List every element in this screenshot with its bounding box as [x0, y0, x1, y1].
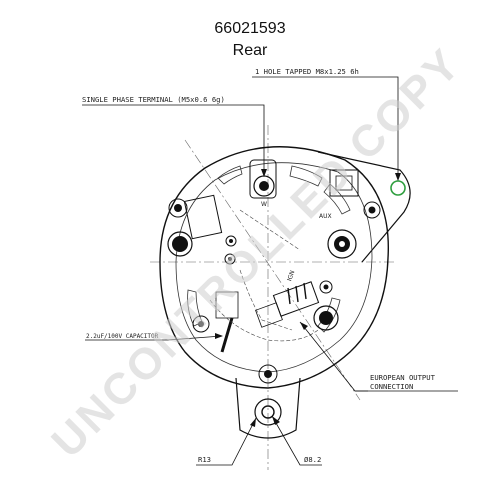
aux-terminal-center	[339, 241, 345, 247]
tapped-hole-label: 1 HOLE TAPPED M8x1.25 6h	[255, 67, 359, 76]
aux-terminal-mark: AUX	[319, 213, 332, 220]
top-terminal-block	[249, 159, 277, 199]
stud-2	[224, 253, 236, 265]
capacitor-bracket	[215, 291, 239, 319]
view-subtitle: Rear	[232, 42, 268, 59]
single-phase-terminal-stud	[259, 181, 269, 191]
stud-2-center	[228, 257, 232, 261]
bottom-center-boss	[258, 364, 278, 384]
part-number-title: 66021593	[214, 20, 286, 37]
european-output-label-line2: CONNECTION	[370, 382, 413, 391]
leader-arrowheads	[215, 169, 401, 427]
small-boss-right	[319, 280, 333, 294]
bottom-center-screw	[264, 370, 272, 378]
pivot-hole	[261, 405, 275, 419]
lower-left-boss	[192, 315, 210, 333]
connector-pins	[287, 282, 307, 305]
stud-1-center	[229, 239, 233, 243]
left-screw-boss	[168, 198, 188, 218]
aux-terminal-ring	[327, 229, 357, 259]
small-boss-right-center	[323, 284, 329, 290]
ign-terminal-mark: IGN	[286, 270, 296, 283]
regulator-block	[329, 169, 359, 197]
left-output-terminal-stud	[172, 236, 188, 252]
left-diode-block	[183, 194, 223, 240]
leader-lines	[82, 76, 458, 466]
right-screw	[368, 206, 376, 214]
w-terminal-mark: W	[261, 201, 267, 208]
right-screw-boss	[363, 201, 381, 219]
left-output-terminal-ring	[167, 231, 193, 257]
lower-left-boss-center	[198, 321, 204, 327]
lower-right-terminal-ring	[313, 305, 339, 331]
pivot-boss	[254, 398, 282, 426]
connector-housing	[255, 302, 283, 328]
internal-wiring	[209, 209, 319, 342]
housing-inner-outline	[175, 162, 373, 373]
diameter-dimension: Ø8.2	[304, 455, 321, 464]
capacitor-label: 2.2uF/100V CAPACITOR	[86, 333, 159, 340]
cooling-vents	[187, 165, 351, 333]
capacitor-body	[220, 317, 234, 353]
tapped-hole-marker	[390, 180, 406, 196]
single-phase-terminal-label: SINGLE PHASE TERMINAL (M5x0.6 6g)	[82, 95, 225, 104]
mounting-bracket-outline	[317, 151, 411, 263]
pivot-lug-outline	[235, 377, 301, 439]
regulator-inner	[335, 175, 353, 191]
stud-1	[225, 235, 237, 247]
center-lines	[150, 125, 395, 470]
european-output-label-line1: EUROPEAN OUTPUT	[370, 373, 436, 382]
lower-right-terminal-stud	[319, 311, 333, 325]
left-screw	[174, 204, 182, 212]
housing-outline	[159, 146, 390, 389]
radius-dimension: R13	[198, 455, 211, 464]
